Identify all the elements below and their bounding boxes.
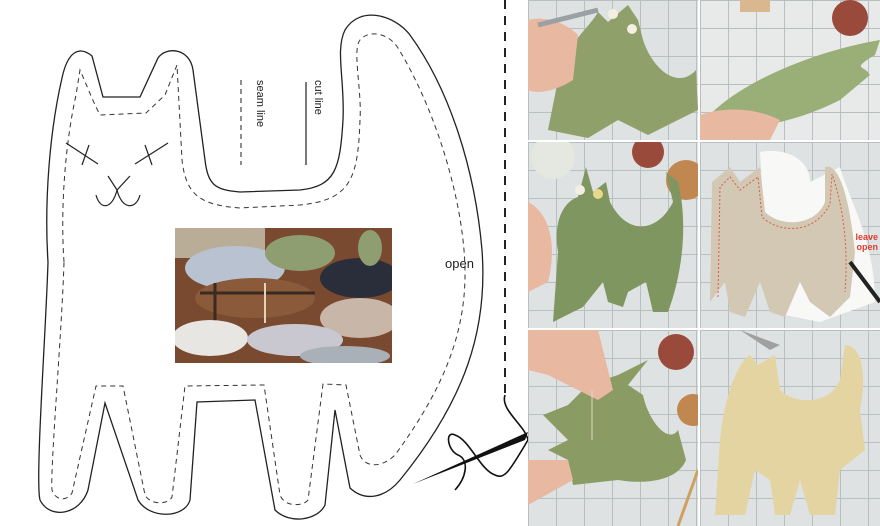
step-photo-5 [528,330,698,526]
cat-sewing-pattern: cut line seam line open [38,0,528,520]
step-photo-4: leave open [700,142,880,328]
cat-pattern-outline-icon [38,0,528,520]
open-label: open [445,256,474,271]
step-photo-2 [700,0,880,140]
step-photo-3 [528,142,698,328]
step-photo-1 [528,0,698,140]
step-photos-grid: leave open [528,0,880,526]
cut-line-label: cut line [312,80,324,115]
finished-cats-photo [175,228,392,363]
leave-open-caption: leave open [855,232,878,252]
step-photo-6 [700,330,880,526]
seam-line-label: seam line [254,80,266,128]
